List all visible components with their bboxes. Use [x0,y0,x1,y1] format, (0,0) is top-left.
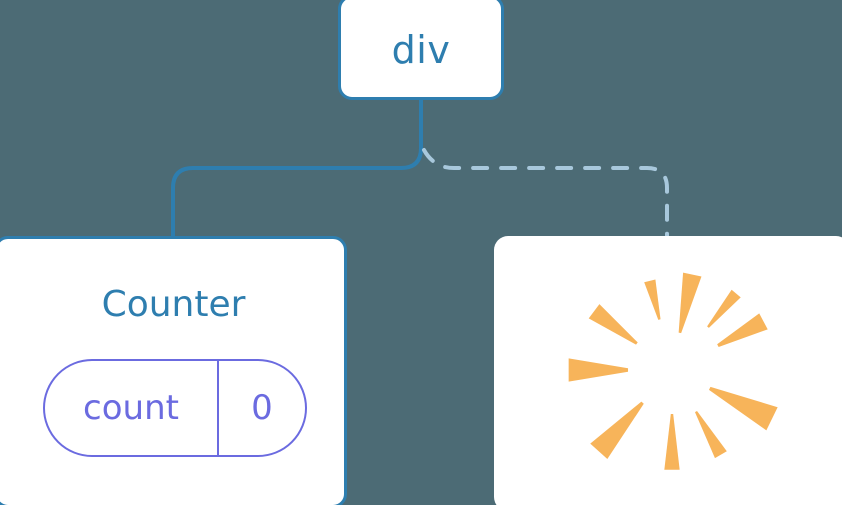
ray-n [678,272,702,334]
ray-nw [588,304,638,345]
ray-sse [694,410,727,459]
node-render-output[interactable] [494,236,842,505]
connector-root-to-render [422,148,669,242]
node-div-label: div [391,27,451,72]
ray-se [708,386,778,431]
ray-nne [644,279,661,320]
node-counter[interactable]: Counter count 0 [0,236,347,505]
node-counter-title: Counter [101,284,246,325]
ray-w [568,358,629,382]
ray-ne [707,289,741,328]
state-pill-value: 0 [251,388,273,428]
ray-ene [717,313,768,347]
ray-s [664,413,680,470]
node-div[interactable]: div [338,0,504,100]
state-pill-key: count [45,361,219,455]
state-pill[interactable]: count 0 [43,359,307,457]
ray-sw [590,401,644,459]
connector-root-to-counter [171,96,423,242]
burst-icon [568,272,778,470]
